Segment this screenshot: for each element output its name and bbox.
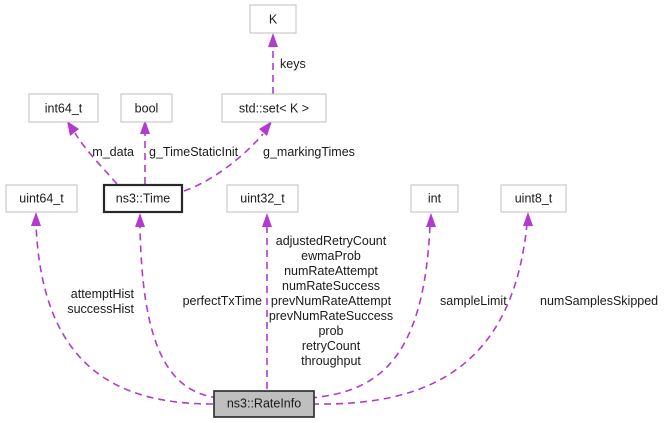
edge-label-g-markingtimes: g_markingTimes	[263, 145, 355, 159]
node-box[interactable]	[410, 184, 459, 213]
arrowhead-icon	[31, 212, 41, 226]
node-box[interactable]	[226, 184, 299, 213]
edge-line	[74, 132, 118, 185]
arrowhead-icon	[135, 213, 145, 227]
edge-rateinfo-to-uint64: attemptHist successHist	[31, 212, 214, 405]
edge-time-to-bool: g_TimeStaticInit	[140, 120, 239, 184]
arrowhead-icon	[262, 213, 272, 227]
edge-label-prevnumratesuccess: prevNumRateSuccess	[269, 309, 393, 323]
arrowhead-icon	[140, 120, 150, 134]
edge-label-m-data: m_data	[92, 145, 134, 159]
edge-line	[309, 224, 431, 399]
edge-label-perfecttxtime: perfectTxTime	[183, 294, 262, 308]
node-box[interactable]	[28, 93, 99, 123]
edge-line	[183, 133, 264, 192]
node-box[interactable]	[120, 93, 173, 123]
node-box[interactable]	[249, 4, 297, 34]
node-int[interactable]: int	[410, 184, 459, 213]
arrowhead-icon	[268, 33, 278, 47]
edge-rateinfo-to-int: sampleLimit	[309, 213, 507, 399]
node-ns3-rateinfo[interactable]: ns3::RateInfo	[213, 390, 315, 418]
arrowhead-icon	[67, 121, 79, 136]
node-box[interactable]	[500, 184, 567, 213]
node-box[interactable]	[102, 183, 184, 214]
edge-label-attempthist: attemptHist	[71, 287, 135, 301]
node-ns3-time[interactable]: ns3::Time	[102, 183, 184, 214]
edge-time-to-set: g_markingTimes	[183, 121, 355, 192]
arrowhead-icon	[426, 213, 436, 227]
node-uint32-t[interactable]: uint32_t	[226, 184, 299, 213]
edge-label-prob: prob	[318, 324, 343, 338]
node-int64-t[interactable]: int64_t	[28, 93, 99, 123]
node-box[interactable]	[221, 93, 327, 123]
edge-set-to-k: keys	[268, 33, 306, 94]
edge-label-successhist: successHist	[67, 302, 134, 316]
edge-label-keys: keys	[280, 57, 306, 71]
edge-line	[139, 224, 219, 399]
edge-label-g-timestaticinit: g_TimeStaticInit	[149, 145, 239, 159]
node-box[interactable]	[213, 390, 315, 418]
edge-rateinfo-to-uint32: adjustedRetryCount ewmaProb numRateAttem…	[262, 213, 393, 389]
edge-label-retrycount: retryCount	[302, 339, 361, 353]
edge-label-samplelimit: sampleLimit	[440, 294, 507, 308]
node-uint8-t[interactable]: uint8_t	[500, 184, 567, 213]
node-bool[interactable]: bool	[120, 93, 173, 123]
edge-label-numratesuccess: numRateSuccess	[282, 279, 380, 293]
node-std-set-k[interactable]: std::set< K >	[221, 93, 327, 123]
edge-label-ewmaprob: ewmaProb	[301, 249, 361, 263]
arrowhead-icon	[523, 212, 533, 226]
edge-time-to-int64: m_data	[67, 121, 134, 185]
edge-rateinfo-to-time: perfectTxTime	[135, 213, 262, 399]
node-uint64-t[interactable]: uint64_t	[5, 184, 78, 213]
edge-label-throughput: throughput	[301, 354, 361, 368]
edge-label-prevnumrateattempt: prevNumRateAttempt	[271, 294, 392, 308]
edge-line	[311, 223, 528, 405]
node-box[interactable]	[5, 184, 78, 213]
edge-label-numsamplesskipped: numSamplesSkipped	[540, 294, 658, 308]
node-k[interactable]: K	[249, 4, 297, 34]
edge-label-adjustedretrycount: adjustedRetryCount	[276, 234, 387, 248]
edge-label-numrateattempt: numRateAttempt	[284, 264, 378, 278]
edge-rateinfo-to-uint8: numSamplesSkipped	[311, 212, 658, 405]
arrowhead-icon	[259, 121, 272, 136]
